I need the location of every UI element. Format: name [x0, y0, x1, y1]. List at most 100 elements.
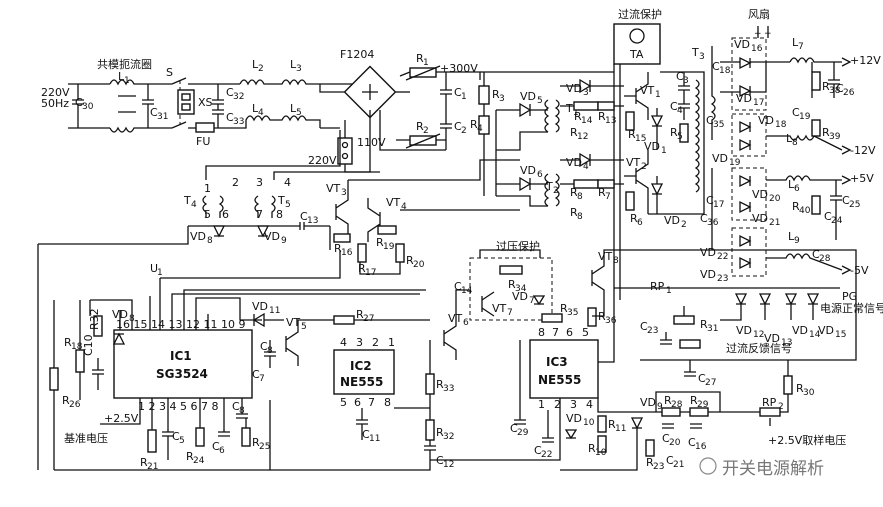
- overvoltage-protection-label: 过压保护: [496, 239, 540, 253]
- svg-text:7: 7: [552, 326, 559, 339]
- svg-text:R: R: [822, 126, 830, 139]
- svg-text:R: R: [470, 118, 478, 131]
- svg-text:7: 7: [256, 208, 263, 221]
- svg-text:14: 14: [809, 330, 821, 340]
- svg-text:13: 13: [307, 216, 318, 226]
- svg-text:1: 1: [461, 92, 467, 102]
- svg-text:7: 7: [798, 42, 804, 52]
- svg-text:3: 3: [570, 398, 577, 411]
- svg-text:5: 5: [677, 132, 683, 142]
- svg-text:8: 8: [577, 212, 583, 222]
- svg-text:1: 1: [204, 182, 211, 195]
- svg-text:1: 1: [666, 286, 672, 296]
- svg-text:C: C: [792, 106, 800, 119]
- svg-text:L: L: [252, 102, 259, 115]
- svg-text:L: L: [290, 102, 297, 115]
- svg-text:F1204: F1204: [340, 48, 374, 61]
- svg-text:R: R: [598, 186, 606, 199]
- svg-text:R: R: [358, 262, 366, 275]
- svg-text:5: 5: [582, 326, 589, 339]
- svg-text:FU: FU: [196, 135, 210, 148]
- svg-text:VD: VD: [512, 290, 528, 303]
- svg-text:C: C: [534, 444, 542, 457]
- svg-text:VD: VD: [764, 332, 780, 345]
- svg-text:C: C: [640, 320, 648, 333]
- svg-text:C: C: [842, 194, 850, 207]
- svg-text:R: R: [570, 186, 578, 199]
- svg-text:L: L: [252, 58, 259, 71]
- svg-text:3: 3: [499, 94, 505, 104]
- svg-text:R: R: [792, 200, 800, 213]
- svg-text:C: C: [454, 120, 462, 133]
- svg-text:VD: VD: [700, 268, 716, 281]
- svg-text:L: L: [118, 70, 125, 83]
- output-plus12v-label: +12V: [850, 54, 881, 67]
- fan-label: 风扇: [748, 7, 770, 21]
- svg-text:U: U: [150, 262, 158, 275]
- svg-text:L: L: [788, 178, 795, 191]
- svg-text:R: R: [64, 336, 72, 349]
- svg-text:8: 8: [276, 208, 283, 221]
- svg-text:33: 33: [443, 384, 454, 394]
- svg-text:11: 11: [615, 424, 626, 434]
- ic1-ref: IC1: [170, 349, 192, 363]
- svg-text:L: L: [792, 36, 799, 49]
- svg-text:14: 14: [581, 116, 593, 126]
- svg-text:12: 12: [577, 132, 588, 142]
- svg-text:VT: VT: [626, 156, 641, 169]
- svg-text:4: 4: [477, 124, 483, 134]
- svg-text:5: 5: [204, 208, 211, 221]
- svg-text:VD: VD: [252, 300, 268, 313]
- svg-text:C: C: [150, 106, 158, 119]
- svg-text:R: R: [416, 120, 424, 133]
- svg-text:C: C: [172, 430, 180, 443]
- svg-text:R: R: [436, 426, 444, 439]
- svg-text:16: 16: [751, 44, 763, 54]
- svg-text:6: 6: [354, 396, 361, 409]
- svg-text:1: 1: [157, 268, 163, 278]
- svg-text:C: C: [75, 96, 83, 109]
- svg-text:R: R: [570, 206, 578, 219]
- svg-text:R: R: [416, 52, 424, 65]
- svg-text:VD: VD: [644, 140, 660, 153]
- svg-text:T: T: [545, 180, 553, 193]
- svg-text:R: R: [574, 110, 582, 123]
- svg-text:R: R: [608, 418, 616, 431]
- svg-text:C: C: [454, 280, 462, 293]
- svg-text:C: C: [662, 432, 670, 445]
- svg-text:28: 28: [671, 400, 683, 410]
- svg-text:1: 1: [124, 76, 130, 86]
- svg-text:R: R: [588, 442, 596, 455]
- svg-text:13: 13: [781, 338, 792, 348]
- svg-text:S: S: [166, 66, 173, 79]
- svg-text:14: 14: [461, 286, 473, 296]
- svg-text:7: 7: [605, 192, 611, 202]
- svg-text:R: R: [356, 308, 364, 321]
- svg-text:C: C: [510, 422, 518, 435]
- svg-text:8: 8: [792, 138, 798, 148]
- svg-text:R32: R32: [88, 308, 101, 330]
- svg-text:18: 18: [719, 66, 731, 76]
- svg-text:11: 11: [269, 306, 280, 316]
- svg-text:6: 6: [637, 218, 643, 228]
- svg-text:VT: VT: [448, 312, 463, 325]
- svg-text:C: C: [232, 400, 240, 413]
- svg-text:C: C: [698, 372, 706, 385]
- pg-label: PG: [842, 290, 857, 303]
- svg-text:2: 2: [554, 398, 561, 411]
- svg-text:6: 6: [219, 446, 225, 456]
- svg-text:RP: RP: [650, 280, 665, 293]
- svg-text:10: 10: [595, 448, 607, 458]
- svg-text:C10: C10: [82, 334, 95, 356]
- svg-text:T: T: [183, 194, 191, 207]
- svg-text:R: R: [376, 236, 384, 249]
- svg-text:VD: VD: [520, 90, 536, 103]
- svg-text:XS: XS: [198, 96, 213, 109]
- svg-text:25: 25: [849, 200, 860, 210]
- ic3-ne555: [529, 339, 599, 399]
- svg-text:R: R: [560, 302, 568, 315]
- svg-text:5: 5: [179, 436, 185, 446]
- svg-text:R: R: [252, 436, 260, 449]
